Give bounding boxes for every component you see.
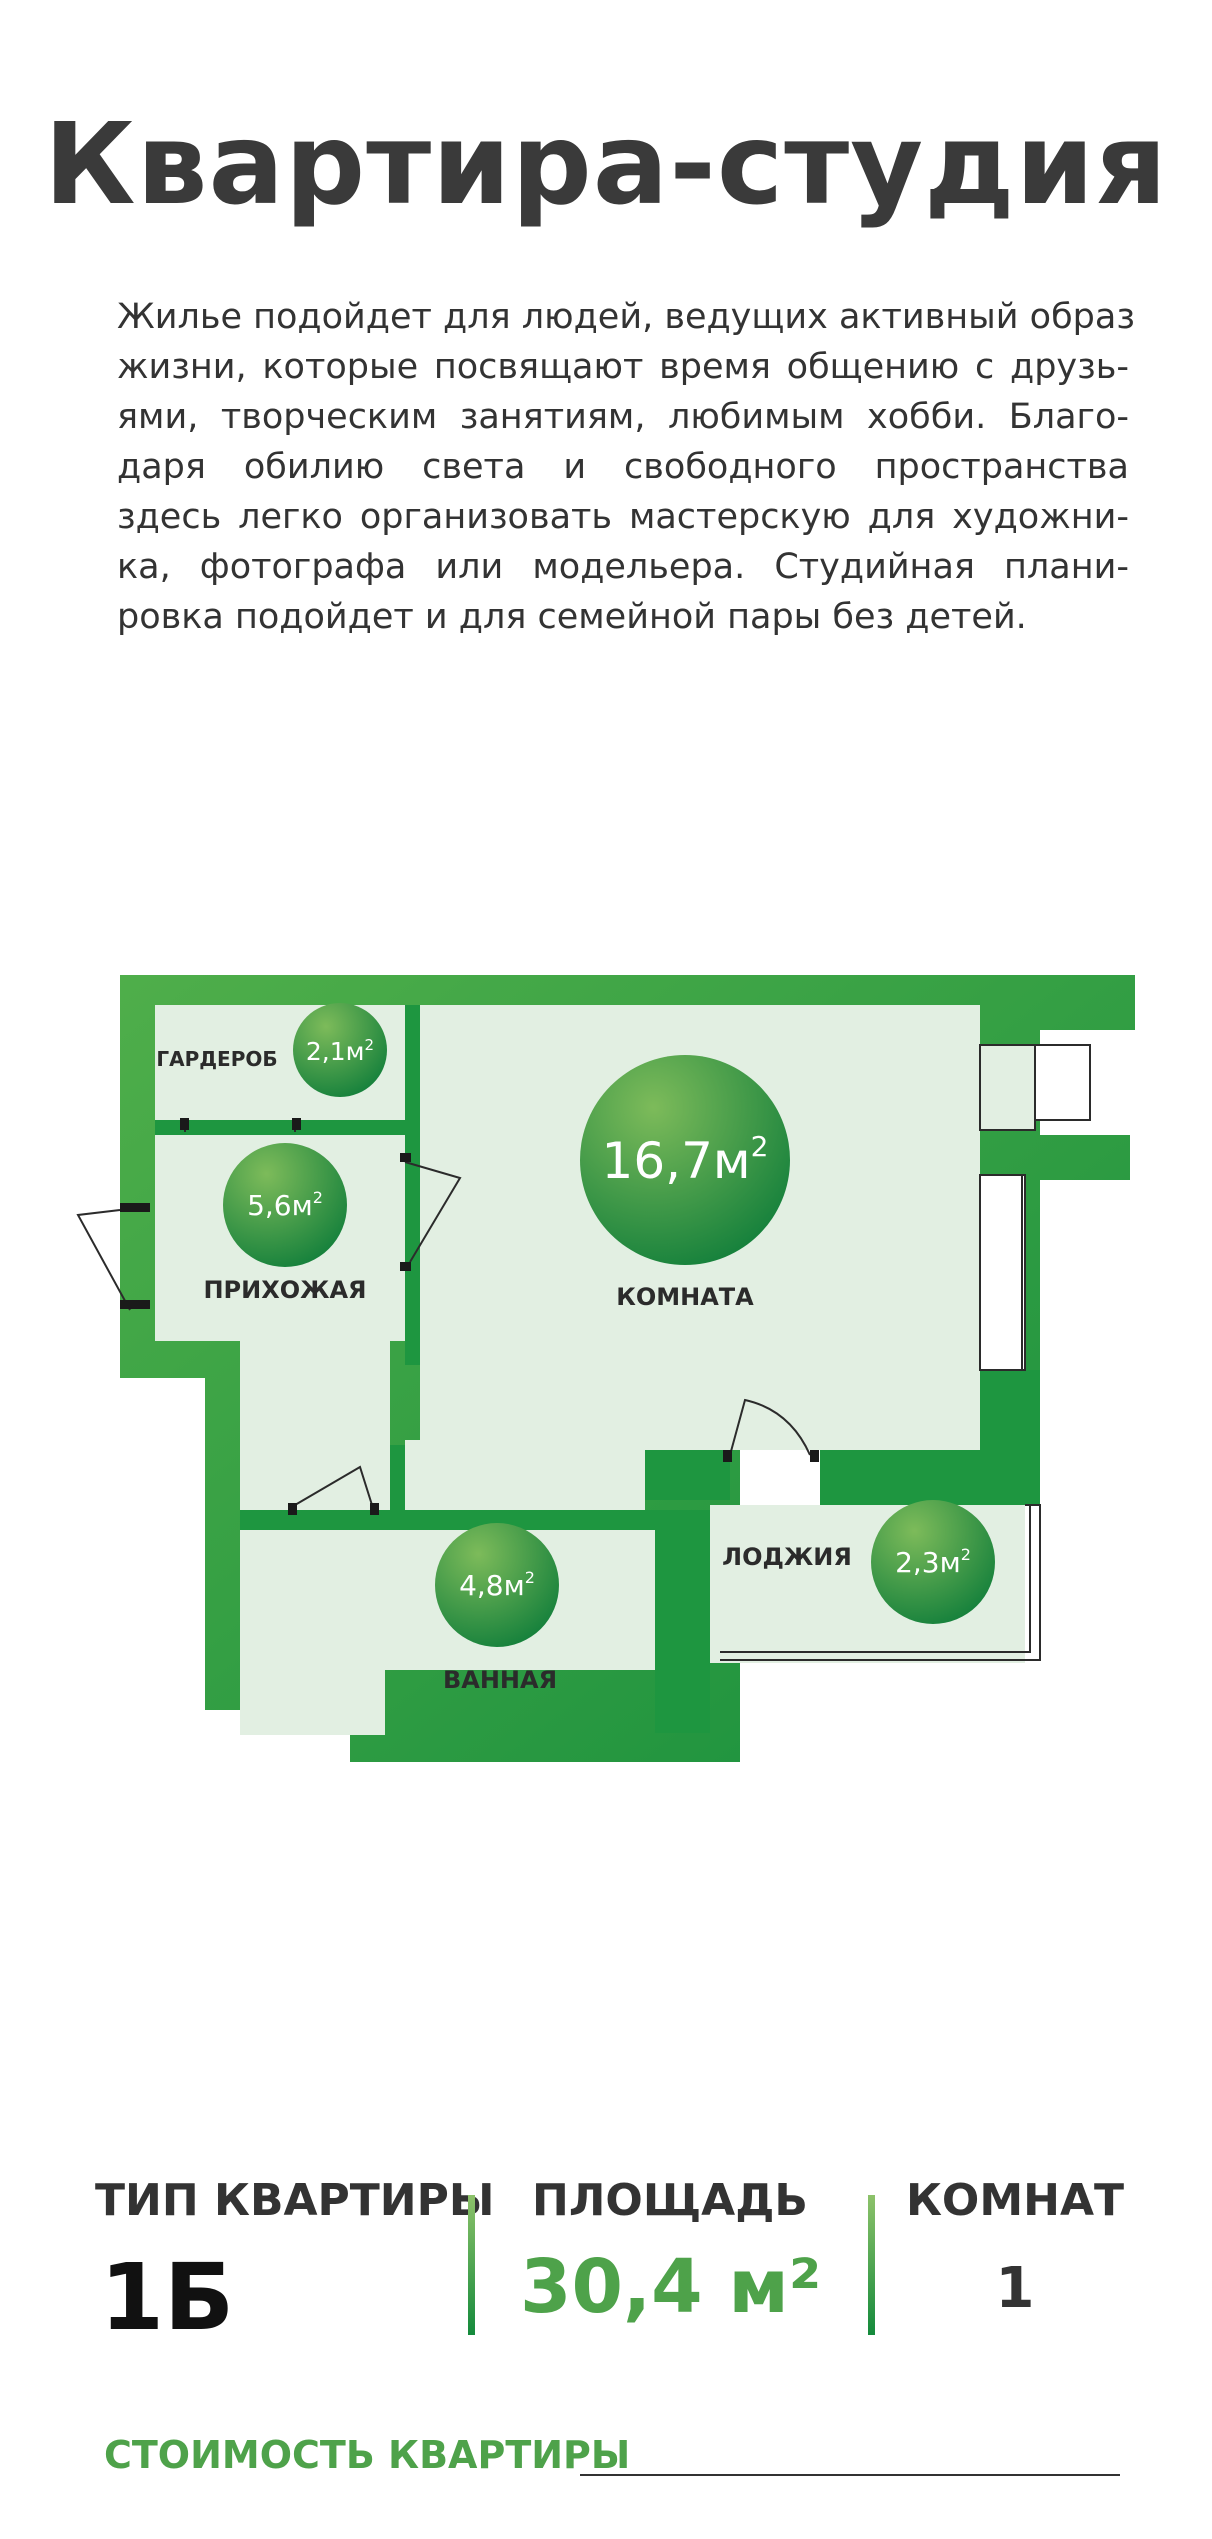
area-badge-bathroom: 4,8м2 bbox=[435, 1523, 559, 1647]
floor-plan: ГАРДЕРОБ КОМНАТА ПРИХОЖАЯ ВАННАЯ ЛОДЖИЯ … bbox=[76, 975, 1135, 1762]
wardrobe-label: ГАРДЕРОБ bbox=[156, 1047, 277, 1071]
page-title: Квартира-студия bbox=[44, 100, 1168, 230]
area-unit-sup: 2 bbox=[525, 1568, 535, 1587]
cost-input-line[interactable] bbox=[580, 2474, 1120, 2476]
svg-text:2,3м2: 2,3м2 bbox=[895, 1545, 971, 1579]
description: Жилье подойдет для людей, ведущих активн… bbox=[117, 292, 1135, 642]
summary-divider bbox=[468, 2195, 475, 2335]
main-room-label: КОМНАТА bbox=[616, 1283, 754, 1311]
area-value: 30,4 м² bbox=[520, 2244, 822, 2330]
area-badge-wardrobe: 2,1м2 bbox=[293, 1003, 387, 1097]
area-block: ПЛОЩАДЬ 30,4 м² bbox=[520, 2175, 822, 2330]
svg-text:16,7м2: 16,7м2 bbox=[602, 1130, 769, 1190]
apartment-type-value: 1Б bbox=[100, 2244, 235, 2351]
area-badge-loggia: 2,3м2 bbox=[871, 1500, 995, 1624]
svg-text:2,1м2: 2,1м2 bbox=[306, 1036, 374, 1066]
area-badge-main-room: 16,7м2 bbox=[580, 1055, 790, 1265]
loggia-label: ЛОДЖИЯ bbox=[722, 1543, 852, 1571]
area-unit-sup: 2 bbox=[313, 1188, 323, 1207]
area-value: 2,1м bbox=[306, 1037, 365, 1066]
description-line: Жилье подойдет для людей, ведущих активн… bbox=[117, 297, 1135, 337]
svg-text:4,8м2: 4,8м2 bbox=[459, 1568, 535, 1602]
description-line: даря обилию света и свободного пространс… bbox=[117, 447, 1129, 487]
area-unit-sup: 2 bbox=[751, 1130, 769, 1163]
hallway-label: ПРИХОЖАЯ bbox=[203, 1276, 366, 1304]
room-floors bbox=[155, 1005, 1025, 1735]
window-frame bbox=[720, 1044, 1091, 1661]
apartment-type-label: ТИП КВАРТИРЫ bbox=[95, 2175, 495, 2226]
rooms-label: КОМНАТ bbox=[905, 2175, 1125, 2226]
hallway-floor-lower bbox=[240, 1330, 390, 1510]
area-value: 5,6м bbox=[247, 1189, 313, 1222]
rooms-value: 1 bbox=[995, 2256, 1035, 2321]
area-value: 2,3м bbox=[895, 1546, 961, 1579]
area-value: 16,7м bbox=[602, 1132, 751, 1190]
rooms-block: КОМНАТ 1 bbox=[905, 2175, 1125, 2321]
summary-divider bbox=[868, 2195, 875, 2335]
description-line: ровка подойдет и для семейной пары без д… bbox=[117, 597, 1027, 637]
description-line: ка, фотографа или модельера. Студийная п… bbox=[117, 547, 1129, 587]
svg-text:5,6м2: 5,6м2 bbox=[247, 1188, 323, 1222]
description-line: ями, творческим занятиям, любимым хобби.… bbox=[117, 397, 1129, 437]
area-unit-sup: 2 bbox=[365, 1036, 375, 1054]
door-jambs bbox=[120, 1118, 819, 1515]
area-label: ПЛОЩАДЬ bbox=[532, 2175, 808, 2226]
area-badge-hallway: 5,6м2 bbox=[223, 1143, 347, 1267]
description-line: здесь легко организовать мастерскую для … bbox=[117, 497, 1129, 537]
main-room-floor-lower bbox=[405, 1440, 645, 1510]
area-unit-sup: 2 bbox=[961, 1545, 971, 1564]
apartment-type-block: ТИП КВАРТИРЫ 1Б bbox=[95, 2175, 495, 2351]
description-line: жизни, которые посвящают время общению с… bbox=[117, 347, 1129, 387]
doors bbox=[76, 1118, 811, 1506]
interior-walls bbox=[155, 1005, 1040, 1733]
area-value: 4,8м bbox=[459, 1569, 525, 1602]
bathroom-label: ВАННАЯ bbox=[443, 1666, 557, 1694]
cost-label: СТОИМОСТЬ КВАРТИРЫ bbox=[104, 2433, 631, 2477]
